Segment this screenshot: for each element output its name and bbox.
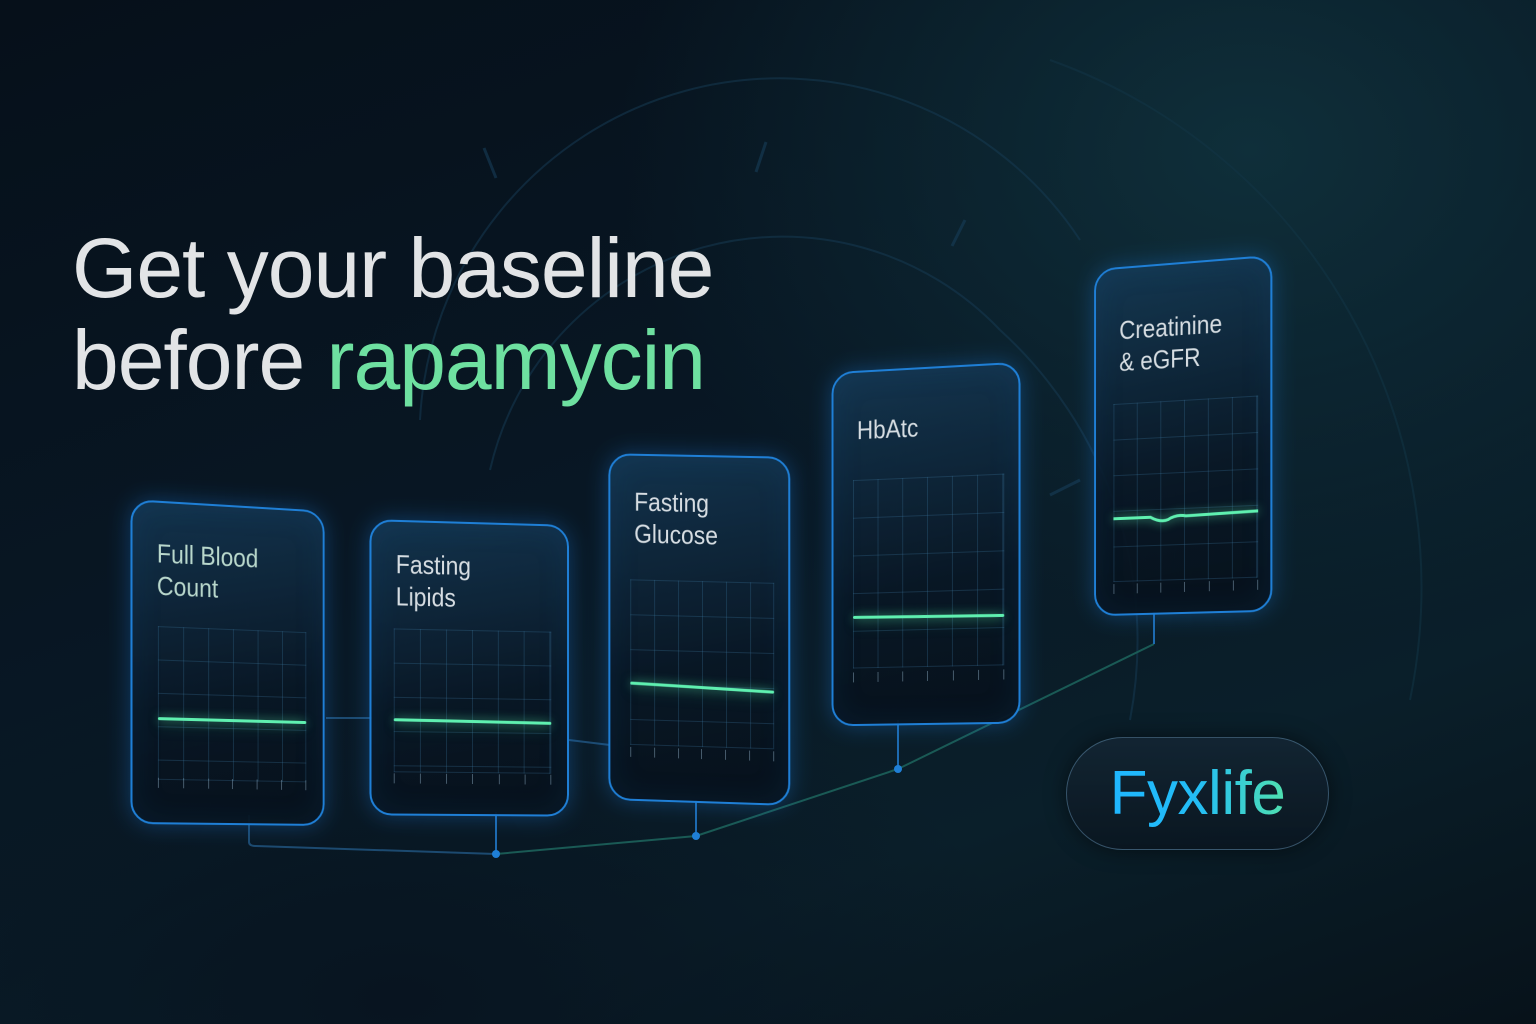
brand-wordmark: Fyxlife xyxy=(1109,759,1286,828)
chart-grid xyxy=(1113,395,1259,583)
x-axis-ticks xyxy=(393,773,552,785)
card-title: HbAtc xyxy=(856,412,919,446)
card-title: Fasting Glucose xyxy=(634,486,718,551)
headline-line-1: Get your baseline xyxy=(72,221,714,315)
x-axis-ticks xyxy=(630,746,775,762)
chart-grid xyxy=(853,473,1005,669)
chart-grid xyxy=(157,626,307,783)
test-card-hbatc: HbAtc xyxy=(831,361,1021,727)
x-axis-ticks xyxy=(1113,579,1259,594)
x-axis-ticks xyxy=(157,777,307,791)
test-card-fasting-glucose: Fasting Glucose xyxy=(608,453,791,807)
card-title: Full Blood Count xyxy=(156,538,259,604)
headline-accent-word: rapamycin xyxy=(326,313,706,407)
card-title: Creatinine & eGFR xyxy=(1119,308,1223,377)
chart-grid xyxy=(630,579,775,750)
headline: Get your baseline before rapamycin xyxy=(72,221,714,407)
test-card-creatinine-egfr: Creatinine & eGFR xyxy=(1094,254,1273,617)
card-title: Fasting Lipids xyxy=(395,549,472,613)
test-card-fasting-lipids: Fasting Lipids xyxy=(369,519,569,817)
chart-grid xyxy=(393,628,552,774)
headline-line-2-prefix: before xyxy=(72,313,327,407)
test-card-full-blood-count: Full Blood Count xyxy=(130,499,325,826)
x-axis-ticks xyxy=(853,669,1005,683)
brand-logo-badge: Fyxlife xyxy=(1066,737,1329,850)
